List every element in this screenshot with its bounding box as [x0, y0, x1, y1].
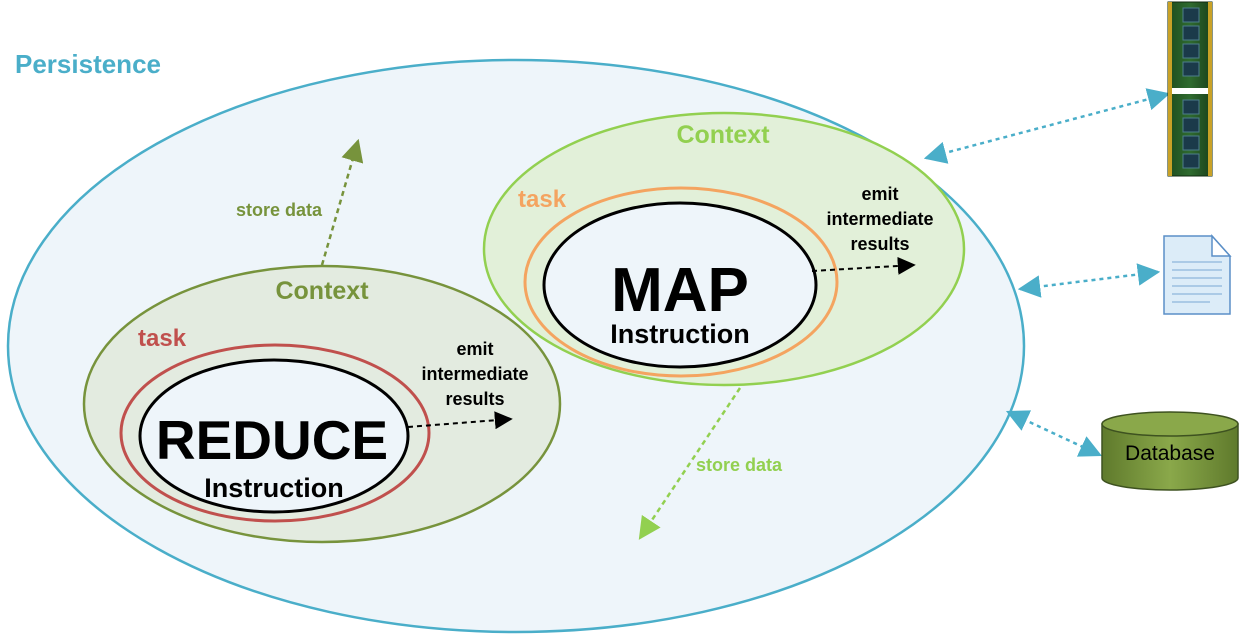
map-task-ellipse	[523, 186, 839, 378]
reduce-instruction-title: REDUCE	[156, 409, 388, 471]
reduce-instruction-subtitle: Instruction	[204, 473, 344, 503]
map-emit-line-2: intermediate	[826, 209, 933, 229]
reduce-store-label: store data	[236, 200, 323, 220]
reduce-store-arrow	[320, 138, 364, 266]
map-context-label: Context	[676, 121, 770, 149]
reduce-emit-line-3: results	[445, 389, 504, 409]
map-emit-arrow	[811, 256, 916, 275]
reduce-task-label: task	[138, 325, 187, 352]
database-connector-arrow	[1005, 410, 1103, 457]
database-cylinder: Database	[1101, 411, 1239, 491]
memory-module-icon	[1167, 1, 1213, 177]
map-store-arrow	[638, 387, 742, 540]
reduce-context-label: Context	[275, 277, 369, 305]
map-emit-line-1: emit	[861, 184, 898, 204]
file-connector-arrow	[1017, 263, 1161, 298]
map-instruction-subtitle: Instruction	[610, 319, 750, 349]
map-task-label: task	[518, 186, 567, 213]
map-store-label: store data	[696, 455, 783, 475]
map-instruction-ellipse	[542, 201, 818, 369]
map-instruction-title: MAP	[611, 256, 749, 325]
reduce-instruction-ellipse	[138, 358, 410, 514]
reduce-emit-line-2: intermediate	[421, 364, 528, 384]
document-file-icon	[1163, 234, 1232, 315]
map-emit-line-3: results	[850, 234, 909, 254]
persistence-label: Persistence	[15, 49, 161, 79]
database-label: Database	[1125, 442, 1215, 465]
reduce-emit-line-1: emit	[456, 339, 493, 359]
reduce-task-ellipse	[119, 343, 431, 523]
memory-connector-arrow	[923, 88, 1171, 164]
